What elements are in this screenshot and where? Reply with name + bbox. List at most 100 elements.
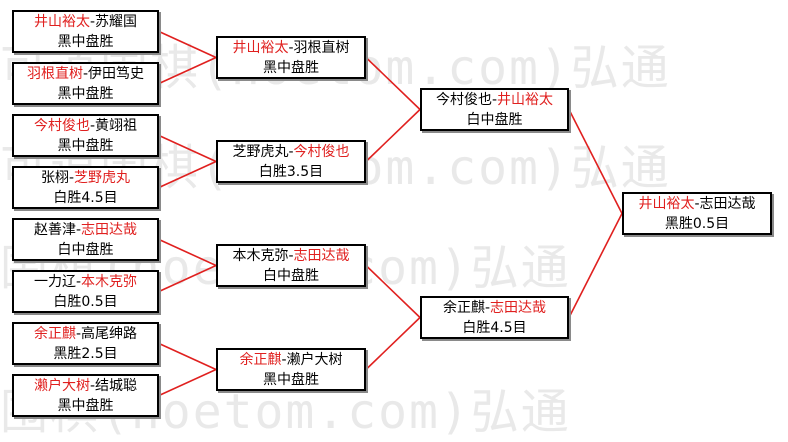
match-players: 张栩-芝野虎丸 [14,168,157,188]
match-players: 羽根直树-伊田笃史 [14,64,157,84]
match-result: 白胜4.5目 [462,320,527,336]
winner-name: 志田达哉 [293,248,350,264]
winner-name: 志田达哉 [490,300,547,316]
match-box-semifinal-2: 余正麒-志田达哉白胜4.5目 [420,296,569,339]
separator: - [491,92,498,108]
loser-name: 黄翊祖 [95,118,138,134]
match-result: 白胜3.5目 [258,164,324,180]
separator: - [89,118,96,134]
match-box-round-1: 井山裕太-苏耀国黑中盘胜 [12,10,159,53]
loser-name: 结城聪 [95,378,138,394]
separator: - [484,300,491,316]
separator: - [75,274,82,290]
match-result: 白中盘胜 [57,242,114,258]
loser-name: 赵善津 [33,222,76,238]
separator: - [288,144,294,160]
match-result: 黑中盘胜 [263,372,319,388]
connector-line [158,56,217,85]
loser-name: 本木克弥 [232,248,289,264]
connector-line [158,30,217,59]
winner-name: 芝野虎丸 [74,170,131,186]
connector-line [158,160,217,189]
match-box-round-6: 一力辽-本木克弥白胜0.5目 [12,270,159,313]
match-players: 本木克弥-志田达哉 [218,246,364,266]
connector-line [158,238,217,267]
winner-name: 井山裕太 [638,196,695,212]
match-box-semifinal-1: 今村俊也-井山裕太白中盘胜 [420,88,569,131]
separator: - [89,378,96,394]
winner-name: 余正麒 [33,326,76,342]
loser-name: 苏耀国 [95,14,138,30]
match-box-round-2: 芝野虎丸-今村俊也白胜3.5目 [216,140,366,183]
match-box-final-1: 井山裕太-志田达哉黑胜0.5目 [622,192,772,235]
winner-name: 濑户大树 [33,378,90,394]
loser-name: 高尾绅路 [81,326,138,342]
match-box-round-3: 本木克弥-志田达哉白中盘胜 [216,244,366,287]
match-players: 井山裕太-羽根直树 [218,38,364,58]
loser-name: 今村俊也 [435,92,492,108]
match-result: 黑中盘胜 [57,86,114,102]
match-result: 白中盘胜 [263,268,319,284]
match-players: 余正麒-高尾绅路 [14,324,157,344]
winner-name: 今村俊也 [33,118,90,134]
separator: - [694,196,700,212]
loser-name: 余正麒 [442,300,485,316]
separator: - [89,14,96,30]
match-box-round-8: 濑户大树-结城聪黑中盘胜 [12,374,159,417]
match-result: 白中盘胜 [466,112,523,128]
match-box-round-3: 今村俊也-黄翊祖黑中盘胜 [12,114,159,157]
separator: - [75,222,82,238]
bracket-connector-lines [158,30,623,397]
winner-name: 羽根直树 [26,66,83,82]
connector-line [365,56,421,111]
separator: - [288,40,294,56]
match-result: 黑中盘胜 [57,138,114,154]
match-players: 井山裕太-苏耀国 [14,12,157,32]
winner-name: 井山裕太 [232,40,289,56]
winner-name: 井山裕太 [497,92,554,108]
match-players: 余正麒-濑户大树 [218,350,364,370]
winner-name: 井山裕太 [33,14,90,30]
match-result: 黑中盘胜 [57,34,114,50]
separator: - [82,66,89,82]
connector-line [158,342,217,371]
match-players: 一力辽-本木克弥 [14,272,157,292]
connector-line [158,264,217,293]
match-players: 今村俊也-黄翊祖 [14,116,157,136]
loser-name: 濑户大树 [286,352,343,368]
connector-line [365,108,421,163]
match-players: 赵善津-志田达哉 [14,220,157,240]
separator: - [281,352,287,368]
loser-name: 羽根直树 [293,40,350,56]
match-box-round-4: 张栩-芝野虎丸白胜4.5目 [12,166,159,209]
match-players: 余正麒-志田达哉 [422,298,567,318]
connector-line [365,316,421,371]
loser-name: 伊田笃史 [88,66,145,82]
match-result: 黑中盘胜 [263,60,319,76]
connector-line [158,134,217,163]
connector-line [568,213,623,318]
match-players: 濑户大树-结城聪 [14,376,157,396]
connector-line [365,264,421,319]
match-result: 白胜4.5目 [53,190,118,206]
match-players: 井山裕太-志田达哉 [624,194,770,214]
loser-name: 志田达哉 [699,196,756,212]
winner-name: 志田达哉 [81,222,138,238]
separator: - [75,326,82,342]
winner-name: 本木克弥 [81,274,138,290]
match-result: 黑胜2.5目 [53,346,118,362]
loser-name: 张栩 [40,170,69,186]
match-players: 今村俊也-井山裕太 [422,90,567,110]
match-result: 白胜0.5目 [53,294,118,310]
connector-line [158,368,217,397]
match-result: 黑胜0.5目 [664,216,730,232]
match-box-round-4: 余正麒-濑户大树黑中盘胜 [216,348,366,391]
match-players: 芝野虎丸-今村俊也 [218,142,364,162]
loser-name: 芝野虎丸 [232,144,289,160]
match-box-round-1: 井山裕太-羽根直树黑中盘胜 [216,36,366,79]
separator: - [288,248,294,264]
connector-line [568,109,623,214]
match-box-round-7: 余正麒-高尾绅路黑胜2.5目 [12,322,159,365]
match-box-round-5: 赵善津-志田达哉白中盘胜 [12,218,159,261]
match-result: 黑中盘胜 [57,398,114,414]
